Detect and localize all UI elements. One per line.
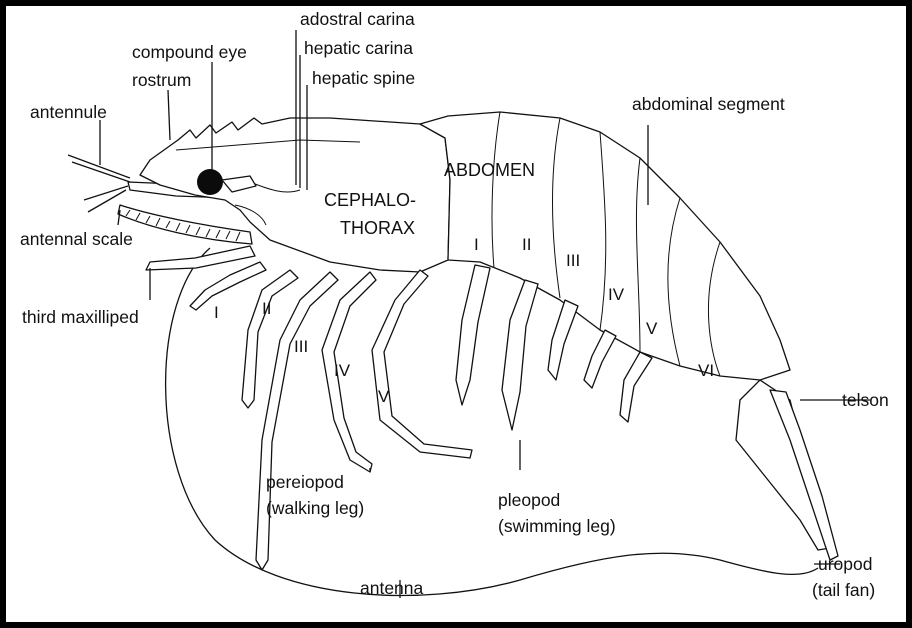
label-antennal-scale: antennal scale [20, 229, 133, 249]
pleopod-2 [502, 280, 538, 430]
label-adostral-carina: adostral carina [300, 9, 415, 29]
third-maxilliped-shape [146, 246, 255, 270]
pleopod-1 [456, 265, 490, 405]
compound-eye-shape [197, 169, 223, 195]
label-compound-eye: compound eye [132, 42, 247, 62]
pereiopod-numeral-3: III [294, 337, 308, 356]
pleopod-4 [584, 330, 616, 388]
label-rostrum: rostrum [132, 70, 191, 90]
pereiopod-numeral-2: II [262, 299, 271, 318]
label-pleopod-line2: (swimming leg) [498, 516, 616, 536]
label-telson: telson [842, 390, 889, 410]
label-abdomen: ABDOMEN [444, 160, 535, 180]
label-third-maxilliped: third maxilliped [22, 307, 139, 327]
label-uropod-line2: (tail fan) [812, 580, 875, 600]
label-hepatic-spine: hepatic spine [312, 68, 415, 88]
label-antenna: antenna [360, 578, 424, 598]
pereiopod-numeral-4: IV [334, 361, 351, 380]
antennal-scale-shape [118, 205, 252, 244]
label-uropod-line1: uropod [818, 554, 873, 574]
segment-numeral-4: IV [608, 285, 625, 304]
antennule-flagellum-upper [68, 155, 130, 178]
pereiopod-numeral-5: V [378, 387, 390, 406]
pleopod-5 [620, 352, 652, 422]
label-hepatic-carina: hepatic carina [304, 38, 413, 58]
pleopod-3 [548, 300, 578, 380]
label-abdominal-segment: abdominal segment [632, 94, 785, 114]
pleopod-numeral-3: III [566, 251, 580, 270]
pleopod-numeral-1: I [474, 235, 479, 254]
antennule-flagellum-upper-2 [72, 162, 130, 182]
label-antennule: antennule [30, 102, 107, 122]
label-cephalothorax-line1: CEPHALO- [324, 190, 416, 210]
label-pleopod-line1: pleopod [498, 490, 560, 510]
label-cephalothorax-line2: THORAX [340, 218, 415, 238]
pleopod-numeral-2: II [522, 235, 531, 254]
pereiopod-numeral-1: I [214, 303, 219, 322]
leader-rostrum [168, 90, 170, 140]
label-pereiopod-line1: pereiopod [266, 472, 344, 492]
segment-numeral-6: VI [698, 361, 714, 380]
label-pereiopod-line2: (walking leg) [266, 498, 364, 518]
segment-numeral-5: V [646, 319, 658, 338]
pereiopod-1 [190, 262, 266, 310]
